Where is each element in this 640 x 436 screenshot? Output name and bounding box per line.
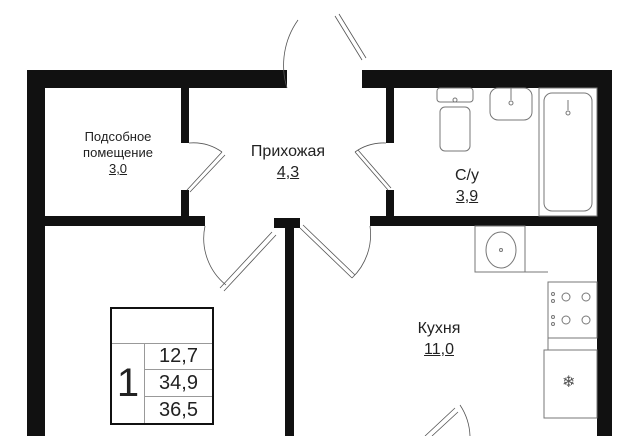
room-hallway: Прихожая 4,3 [251, 141, 325, 183]
room-name: С/у [455, 167, 479, 184]
walls [27, 70, 612, 436]
area-legend: 1 12,7 34,9 36,5 [110, 307, 214, 425]
room-storage: Подсобное помещение 3,0 [83, 129, 153, 177]
room-bathroom: С/у 3,9 [455, 165, 479, 207]
room-kitchen: Кухня 11,0 [418, 318, 461, 360]
fixtures [436, 87, 598, 419]
living-area: 12,7 [145, 343, 212, 370]
stove [547, 281, 598, 339]
kitchen-sink [474, 225, 526, 273]
room-name: помещение [83, 145, 153, 160]
toilet-bowl [439, 106, 471, 152]
rooms-count: 1 [112, 343, 145, 423]
room-area: 3,0 [108, 161, 128, 176]
room-area: 4,3 [276, 164, 300, 181]
total-area: 34,9 [145, 370, 212, 397]
fridge [543, 349, 598, 419]
snowflake-icon: ❄ [562, 374, 576, 391]
bathtub [538, 87, 598, 217]
room-name: Прихожая [250, 143, 326, 160]
room-name: Кухня [417, 320, 461, 337]
doors [186, 13, 471, 436]
toilet-tank [436, 87, 474, 103]
room-area: 3,9 [455, 188, 479, 205]
room-name: Подсобное [84, 129, 152, 144]
total-area-with-balcony: 36,5 [159, 399, 198, 421]
room-area: 11,0 [424, 341, 454, 358]
